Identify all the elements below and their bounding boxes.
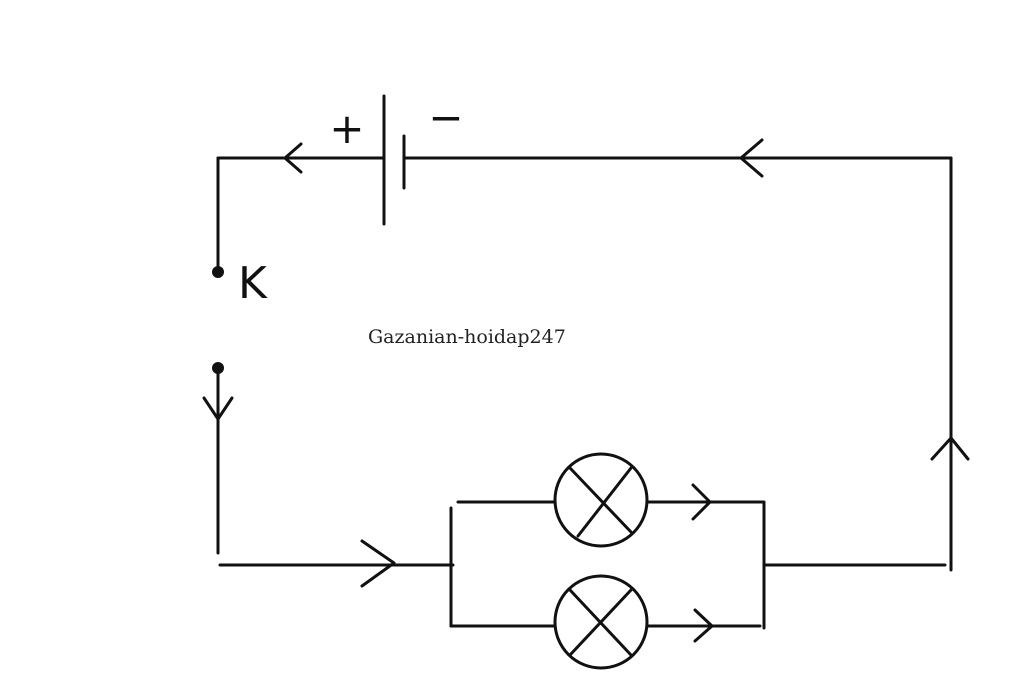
battery-positive-label: +	[329, 104, 364, 153]
switch-k	[212, 266, 224, 374]
lamp-upper-cross-a	[568, 466, 633, 534]
arrow-top-right-icon	[739, 138, 764, 178]
arrow-lower-branch-icon	[693, 608, 714, 643]
battery-symbol	[382, 94, 406, 226]
arrow-upper-branch-icon	[691, 483, 712, 521]
switch-contact-upper	[212, 266, 224, 278]
battery-negative-label: −	[428, 93, 463, 142]
lamp-lower-cross-b	[568, 588, 633, 657]
arrow-right-up-icon	[930, 436, 970, 461]
lamp-lower	[553, 574, 649, 670]
lamp-lower-bulb	[553, 574, 649, 670]
arrow-bottom-right-icon	[360, 539, 396, 588]
lamp-upper	[553, 452, 649, 548]
lamp-upper-bulb	[553, 452, 649, 548]
switch-label: K	[238, 258, 268, 309]
lamp-upper-cross-b	[576, 466, 633, 538]
arrow-left-down-icon	[202, 396, 234, 421]
arrow-top-left-icon	[283, 142, 303, 174]
watermark-text: Gazanian-hoidap247	[368, 326, 566, 348]
